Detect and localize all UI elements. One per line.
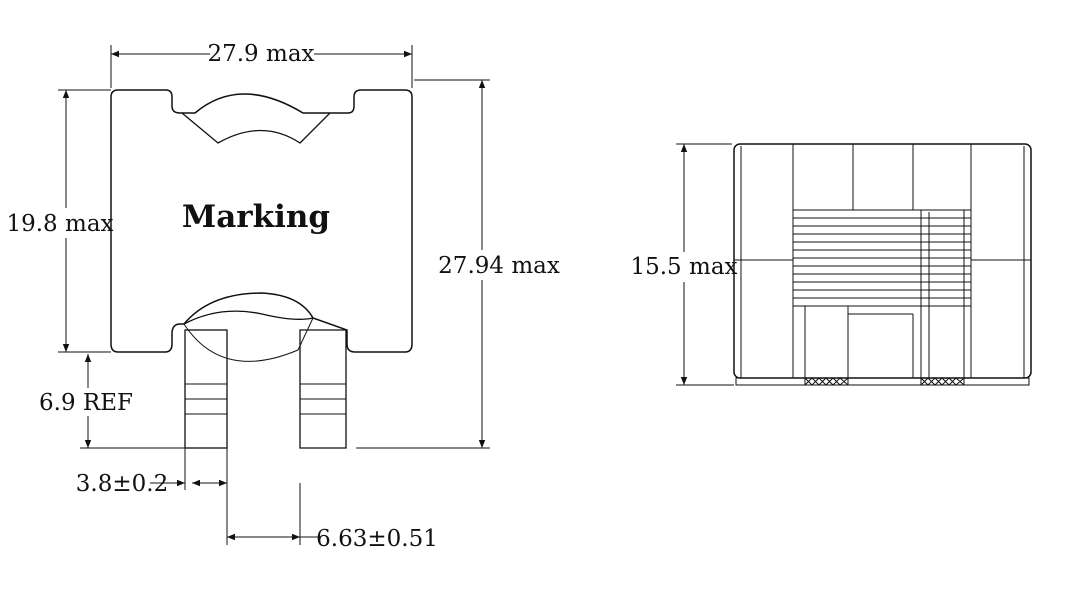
- lead-spacing-label: 6.63±0.51: [316, 526, 438, 552]
- marking-label: Marking: [182, 199, 330, 235]
- dim-lead-width: 3.8±0.2: [76, 448, 228, 545]
- lead-ref-label: 6.9 REF: [39, 390, 133, 416]
- dim-lead-spacing: 6.63±0.51: [227, 483, 438, 552]
- total-height-label: 27.94 max: [438, 253, 560, 279]
- lead-width-label: 3.8±0.2: [76, 471, 168, 497]
- width-label: 27.9 max: [207, 41, 314, 67]
- lead-left: [184, 329, 228, 449]
- body-height-label: 19.8 max: [6, 211, 113, 237]
- side-base: [735, 377, 1030, 386]
- side-body: [733, 143, 1032, 379]
- dim-lead-ref: 6.9 REF: [39, 354, 185, 449]
- front-view: Marking 27.9 max 19.8 max 27.94 max: [6, 40, 560, 552]
- dim-body-height: 19.8 max: [6, 89, 114, 353]
- core-window-top: [181, 112, 331, 144]
- coil-windings: [792, 209, 972, 307]
- dim-width: 27.9 max: [110, 40, 413, 88]
- solder-pads: [804, 377, 965, 386]
- side-view: 15.5 max: [630, 143, 1032, 386]
- core-window-bottom: [183, 310, 314, 325]
- dim-total-height: 27.94 max: [356, 79, 560, 449]
- lead-right: [299, 329, 347, 449]
- dim-side-height: 15.5 max: [630, 143, 738, 386]
- side-height-label: 15.5 max: [630, 254, 737, 280]
